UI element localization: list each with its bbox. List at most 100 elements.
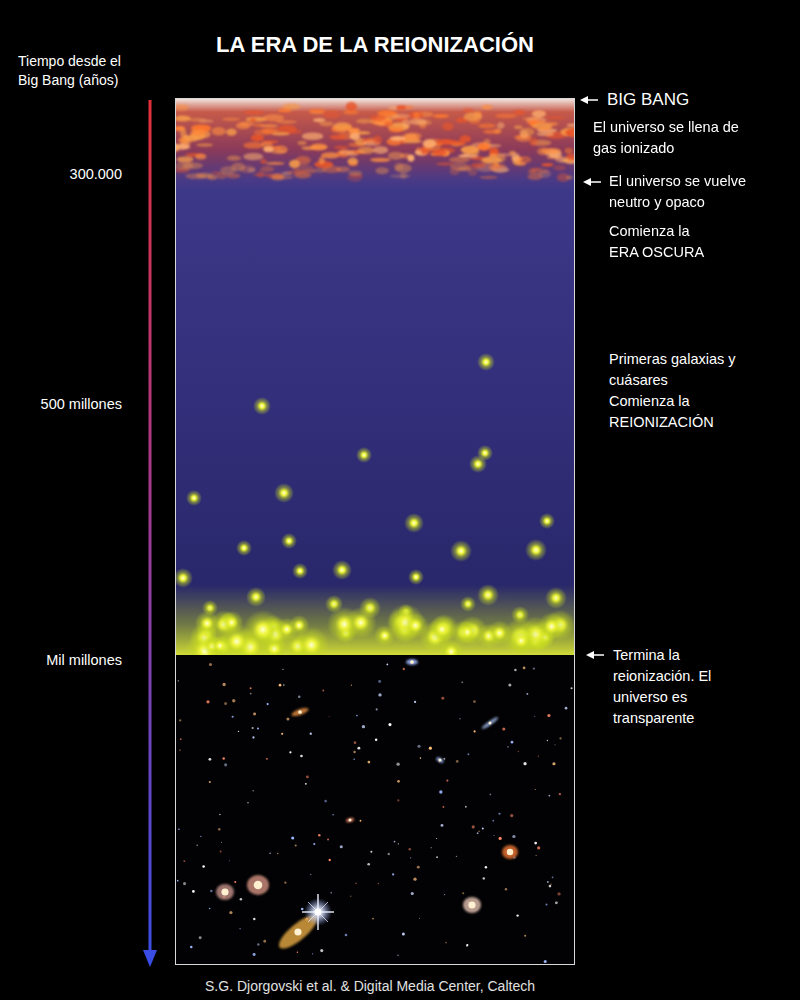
distant-galaxy xyxy=(332,814,334,816)
gas-cloud xyxy=(226,129,237,136)
distant-galaxy xyxy=(552,876,554,878)
distant-galaxy xyxy=(372,918,374,920)
galaxy-glow xyxy=(220,611,244,635)
gas-cloud xyxy=(180,129,186,138)
distant-galaxy xyxy=(516,914,518,916)
distant-galaxy xyxy=(183,860,185,862)
distant-galaxy xyxy=(263,940,266,943)
star-spike xyxy=(308,902,328,922)
distant-galaxy xyxy=(284,882,286,884)
distant-galaxy xyxy=(206,700,209,703)
gas-cloud xyxy=(263,146,274,152)
gas-cloud xyxy=(336,166,350,172)
galaxy xyxy=(291,706,310,718)
distant-galaxy xyxy=(388,853,390,855)
distant-galaxy xyxy=(178,828,180,830)
distant-galaxy xyxy=(431,847,432,848)
distant-galaxy xyxy=(524,935,526,937)
gas-cloud xyxy=(348,128,360,132)
galaxy-glow xyxy=(539,513,555,529)
distant-galaxy xyxy=(232,699,235,702)
distant-galaxy xyxy=(485,866,487,868)
galaxy-core xyxy=(439,759,442,762)
gas-cloud xyxy=(272,132,290,135)
gas-cloud xyxy=(408,155,415,162)
gas-cloud xyxy=(357,147,374,154)
distant-galaxy xyxy=(538,756,539,757)
gas-cloud xyxy=(175,144,190,150)
gas-cloud xyxy=(322,110,340,118)
galaxy-glow xyxy=(525,539,547,561)
gas-cloud xyxy=(356,119,372,124)
distant-galaxy xyxy=(313,843,315,845)
gas-cloud xyxy=(532,110,546,117)
gas-cloud xyxy=(175,161,193,170)
distant-galaxy xyxy=(466,945,467,946)
distant-galaxy xyxy=(549,885,552,888)
distant-galaxy xyxy=(289,751,291,753)
gas-cloud xyxy=(220,166,236,174)
galaxy xyxy=(481,716,500,731)
distant-galaxy xyxy=(340,845,343,848)
distant-galaxy xyxy=(250,687,252,689)
gas-cloud xyxy=(339,150,355,155)
distant-galaxy xyxy=(398,843,399,844)
distant-galaxy xyxy=(351,685,352,686)
galaxy-glow xyxy=(404,513,424,533)
distant-galaxy xyxy=(537,846,540,849)
distant-galaxy xyxy=(498,813,500,815)
distant-galaxy xyxy=(397,799,399,801)
distant-galaxy xyxy=(466,944,468,946)
gas-cloud xyxy=(185,173,206,179)
distant-galaxy xyxy=(295,844,297,846)
gas-cloud xyxy=(308,109,325,113)
distant-galaxy xyxy=(546,904,548,906)
distant-galaxy xyxy=(368,761,371,764)
distant-galaxy xyxy=(420,757,422,759)
gas-cloud xyxy=(495,114,517,119)
distant-galaxy xyxy=(490,794,492,796)
gas-cloud xyxy=(347,158,358,165)
distant-galaxy xyxy=(376,708,378,710)
distant-galaxy xyxy=(209,908,211,910)
distant-galaxy xyxy=(552,762,555,765)
distant-galaxy xyxy=(483,877,485,879)
galaxy-glow xyxy=(253,397,271,415)
distant-galaxy xyxy=(355,882,357,884)
distant-galaxy xyxy=(533,667,535,669)
distant-galaxy xyxy=(414,701,416,703)
gas-cloud xyxy=(239,121,254,126)
distant-galaxy xyxy=(291,836,294,839)
gas-cloud xyxy=(319,157,325,164)
gas-cloud xyxy=(402,119,411,127)
galaxy-glow xyxy=(332,560,352,580)
distant-galaxy xyxy=(356,715,358,717)
distant-galaxy xyxy=(279,684,282,687)
distant-galaxy xyxy=(465,806,467,808)
time-value: 500 millones xyxy=(20,394,122,415)
distant-galaxy xyxy=(320,949,323,952)
gas-cloud xyxy=(276,120,298,123)
distant-galaxy xyxy=(474,730,476,732)
gas-cloud xyxy=(478,123,496,128)
gas-cloud xyxy=(514,125,523,129)
distant-galaxy xyxy=(514,669,517,672)
gas-cloud xyxy=(566,176,573,180)
event-note: Termina la reionización. El universo es … xyxy=(613,645,723,729)
distant-galaxy xyxy=(306,776,309,779)
galaxy-glow xyxy=(236,540,252,556)
distant-galaxy xyxy=(554,744,555,745)
galaxy-core xyxy=(507,849,514,856)
galaxy-glow xyxy=(402,612,428,638)
distant-galaxy xyxy=(196,845,198,847)
distant-galaxy xyxy=(298,696,301,699)
distant-galaxy xyxy=(397,954,399,956)
gas-cloud xyxy=(260,166,274,172)
gas-cloud xyxy=(260,159,266,164)
distant-galaxy xyxy=(322,690,324,692)
distant-galaxy xyxy=(209,663,212,666)
distant-galaxy xyxy=(378,883,379,884)
distant-galaxy xyxy=(300,755,303,758)
distant-galaxy xyxy=(459,718,461,720)
gas-cloud xyxy=(319,121,333,126)
